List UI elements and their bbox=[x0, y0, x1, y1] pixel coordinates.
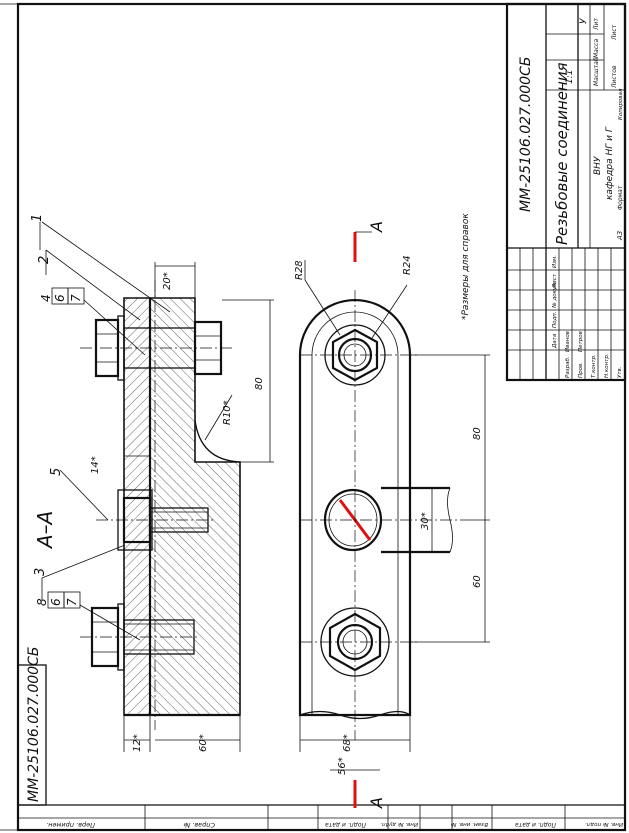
format-label: Формат bbox=[617, 185, 624, 210]
stamp-title: Резьбовые соединения bbox=[553, 62, 571, 245]
callout-1: 1 bbox=[30, 214, 45, 222]
mass-label: Масса bbox=[593, 39, 600, 58]
role-ncontrol: Н.контр. bbox=[604, 353, 610, 378]
callout-8: 8 bbox=[35, 598, 49, 606]
name-checker: Петров bbox=[578, 331, 584, 352]
stud-8 bbox=[80, 603, 200, 671]
section-dimensions: 20* 80 R10* 14* 12* 60* bbox=[90, 262, 274, 752]
role-approve: Утв. bbox=[617, 366, 623, 378]
callout-7b: 7 bbox=[65, 598, 79, 606]
title-block: ММ-25106.027.000СБ Резьбовые соединения … bbox=[505, 2, 627, 382]
plan-dimensions: R28 R24 80 60 30* 68* 56* bbox=[294, 255, 490, 775]
dim-30: 30* bbox=[420, 512, 431, 530]
scale-label: Масштаб bbox=[593, 57, 600, 86]
org-line1: ВНУ bbox=[593, 156, 603, 175]
dim-80-right: 80 bbox=[472, 427, 483, 440]
margin-label-1: Перв. примен. bbox=[46, 821, 95, 829]
dim-60-right: 60 bbox=[472, 575, 483, 588]
inner-frame bbox=[16, 2, 627, 832]
dim-12: 12* bbox=[132, 734, 143, 752]
note-text: *Размеры для справок bbox=[461, 213, 471, 320]
callout-4: 4 bbox=[39, 294, 53, 302]
stamp-row-date: Дата bbox=[552, 333, 558, 349]
section-title: А–А bbox=[33, 511, 57, 550]
letter-value: У bbox=[579, 18, 589, 24]
plate-top-section bbox=[123, 297, 151, 716]
callouts: 1 2 4 6 7 5 3 8 6 7 bbox=[30, 214, 171, 641]
section-view: А–А bbox=[33, 280, 241, 730]
callout-7: 7 bbox=[69, 294, 83, 302]
sheets-label: Листов bbox=[611, 65, 618, 89]
bottom-margin-strip: Перв. примен. Справ. № Подп. и дата Инв.… bbox=[18, 804, 625, 830]
dim-20: 20* bbox=[162, 272, 173, 290]
dim-56: 56* bbox=[337, 757, 348, 775]
margin-code-text: ММ-25106.027.000СБ bbox=[26, 647, 42, 802]
role-developer: Разраб. bbox=[565, 356, 571, 378]
dim-r24: R24 bbox=[402, 255, 413, 275]
scale-value: 1:1 bbox=[565, 70, 575, 84]
plate-outline bbox=[298, 298, 412, 717]
role-tcontrol: Т.контр. bbox=[591, 354, 597, 378]
role-checker: Пров. bbox=[578, 362, 584, 378]
callout-6b: 6 bbox=[49, 598, 63, 606]
callout-5: 5 bbox=[49, 468, 64, 476]
org-line2: кафедра НГ и Г bbox=[605, 126, 615, 200]
stamp-row-sign: Подп. bbox=[552, 311, 558, 328]
lit-label: Лит bbox=[593, 18, 600, 31]
cut-label-top: А bbox=[367, 221, 386, 233]
format-value: А3 bbox=[616, 231, 624, 241]
dim-80-left: 80 bbox=[254, 377, 265, 390]
callout-2: 2 bbox=[37, 256, 52, 264]
stamp-row-doc: № докум. bbox=[552, 281, 558, 309]
margin-label-4: Инв. № дубл. bbox=[380, 821, 418, 827]
margin-label-2: Справ. № bbox=[183, 821, 215, 829]
dim-68: 68* bbox=[342, 734, 353, 752]
name-developer: Иванов bbox=[565, 331, 571, 352]
margin-label-5: Взам. инв. № bbox=[450, 821, 488, 827]
stamp-row-list: Лист bbox=[552, 273, 558, 289]
cut-label-bottom: А bbox=[367, 797, 386, 809]
dim-r10: R10* bbox=[222, 400, 233, 425]
dim-14: 14* bbox=[90, 456, 101, 474]
margin-label-6: Подп. и дата bbox=[515, 821, 556, 828]
screw-5 bbox=[96, 489, 215, 551]
sheet-label: Лист bbox=[611, 24, 618, 41]
bolt-1 bbox=[80, 315, 232, 381]
callout-3: 3 bbox=[33, 568, 48, 576]
dim-60-bottom: 60* bbox=[198, 734, 209, 752]
callout-6: 6 bbox=[53, 294, 67, 302]
stamp-row-izm: Изм. bbox=[552, 255, 558, 268]
dim-r28: R28 bbox=[294, 260, 305, 280]
margin-label-3: Подп. и дата bbox=[325, 821, 366, 828]
margin-code-box: ММ-25106.027.000СБ bbox=[17, 647, 47, 806]
copied-label: Копировал bbox=[618, 88, 624, 120]
stamp-code: ММ-25106.027.000СБ bbox=[518, 57, 534, 212]
plan-view: А А bbox=[298, 221, 470, 809]
margin-label-7: Инв. № подл. bbox=[585, 821, 623, 827]
